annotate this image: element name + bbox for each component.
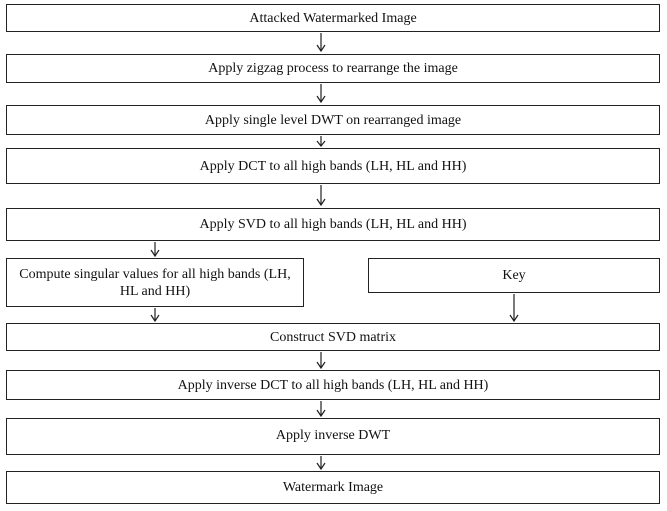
step-label: Watermark Image (282, 480, 384, 495)
arrow-1 (316, 33, 326, 53)
step-apply-dct: Apply DCT to all high bands (LH, HL and … (6, 148, 660, 184)
arrow-4 (316, 185, 326, 207)
step-construct-svd-matrix: Construct SVD matrix (6, 323, 660, 351)
step-attacked-watermarked-image: Attacked Watermarked Image (6, 4, 660, 32)
arrow-9 (316, 401, 326, 418)
step-label: Attacked Watermarked Image (249, 10, 417, 26)
step-label: Key (502, 268, 526, 283)
step-inverse-dwt: Apply inverse DWT (6, 418, 660, 455)
arrow-8 (316, 352, 326, 370)
step-label: Apply DCT to all high bands (LH, HL and … (199, 158, 467, 174)
step-label: Compute singular values for all high ban… (19, 266, 291, 299)
step-label: Apply inverse DCT to all high bands (LH,… (177, 377, 489, 393)
step-apply-svd: Apply SVD to all high bands (LH, HL and … (6, 208, 660, 241)
step-watermark-image: Watermark Image (6, 471, 660, 504)
arrow-3 (316, 136, 326, 147)
arrow-5 (150, 242, 160, 258)
step-label: Apply zigzag process to rearrange the im… (208, 61, 458, 76)
step-label: Construct SVD matrix (270, 329, 396, 345)
step-label: Apply inverse DWT (275, 428, 391, 443)
step-single-level-dwt: Apply single level DWT on rearranged ima… (6, 105, 660, 135)
step-label: Apply single level DWT on rearranged ima… (204, 112, 462, 128)
step-compute-singular-values: Compute singular values for all high ban… (6, 258, 304, 307)
arrow-2 (316, 84, 326, 104)
arrow-7 (509, 294, 519, 323)
arrow-10 (316, 456, 326, 471)
step-label: Apply SVD to all high bands (LH, HL and … (199, 217, 467, 232)
step-inverse-dct: Apply inverse DCT to all high bands (LH,… (6, 370, 660, 400)
arrow-6 (150, 308, 160, 323)
step-key: Key (368, 258, 660, 293)
step-zigzag-process: Apply zigzag process to rearrange the im… (6, 54, 660, 83)
